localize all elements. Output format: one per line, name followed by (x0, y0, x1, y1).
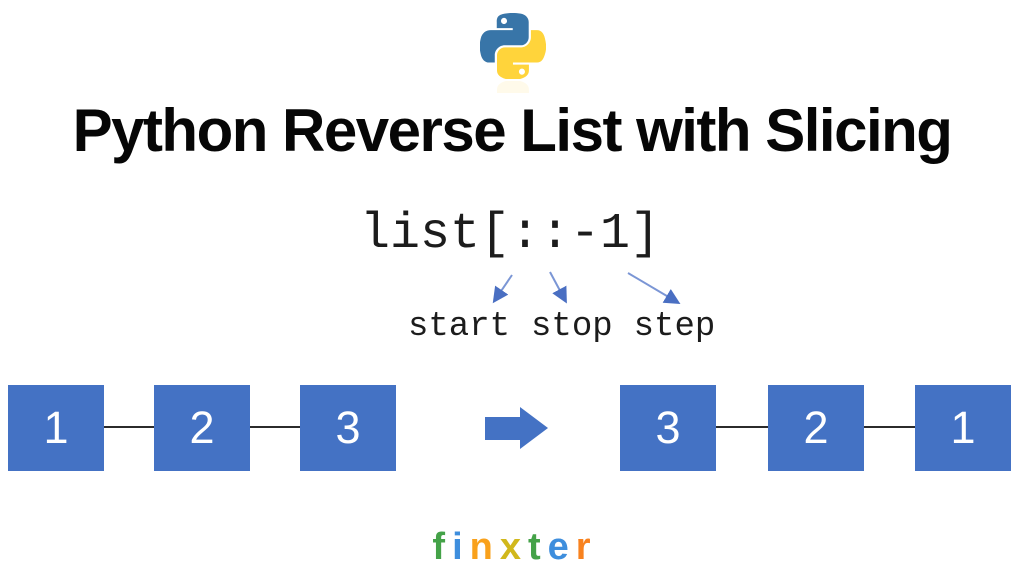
arrow-to-start (492, 274, 513, 304)
python-logo-reflection (480, 81, 546, 93)
page-title: Python Reverse List with Slicing (72, 97, 953, 164)
annotation-arrows (492, 271, 681, 305)
connector-line (104, 426, 154, 428)
brand-letter: i (452, 526, 470, 568)
box-value: 1 (950, 402, 976, 453)
brand-letter: e (547, 526, 576, 568)
connector-line (250, 426, 300, 428)
transform-arrow-icon (485, 407, 548, 449)
label-step: step (633, 308, 716, 346)
brand-letter: r (575, 526, 598, 568)
python-logo-icon (479, 13, 547, 80)
brand-letter: x (499, 526, 528, 568)
arrow-to-step (627, 272, 681, 305)
list-box-right-2: 2 (768, 385, 864, 471)
box-value: 3 (335, 402, 361, 453)
slice-labels: start stop step (408, 308, 715, 346)
list-box-right-1: 3 (620, 385, 716, 471)
brand-letter: n (469, 526, 500, 568)
connector-line (864, 426, 915, 428)
connector-line (716, 426, 768, 428)
brand-letter: f (432, 526, 453, 568)
list-box-left-1: 1 (8, 385, 104, 471)
box-value: 2 (189, 402, 215, 453)
list-box-left-3: 3 (300, 385, 396, 471)
list-box-left-2: 2 (154, 385, 250, 471)
label-stop: stop (531, 308, 613, 346)
finxter-logo: finxter (432, 526, 597, 569)
arrow-to-stop (549, 271, 567, 304)
list-box-right-3: 1 (915, 385, 1011, 471)
box-value: 1 (43, 402, 69, 453)
label-start: start (408, 308, 511, 346)
slice-code: list[::-1] (359, 206, 661, 263)
brand-letter: t (527, 526, 548, 568)
box-value: 2 (803, 402, 829, 453)
box-value: 3 (655, 402, 681, 453)
